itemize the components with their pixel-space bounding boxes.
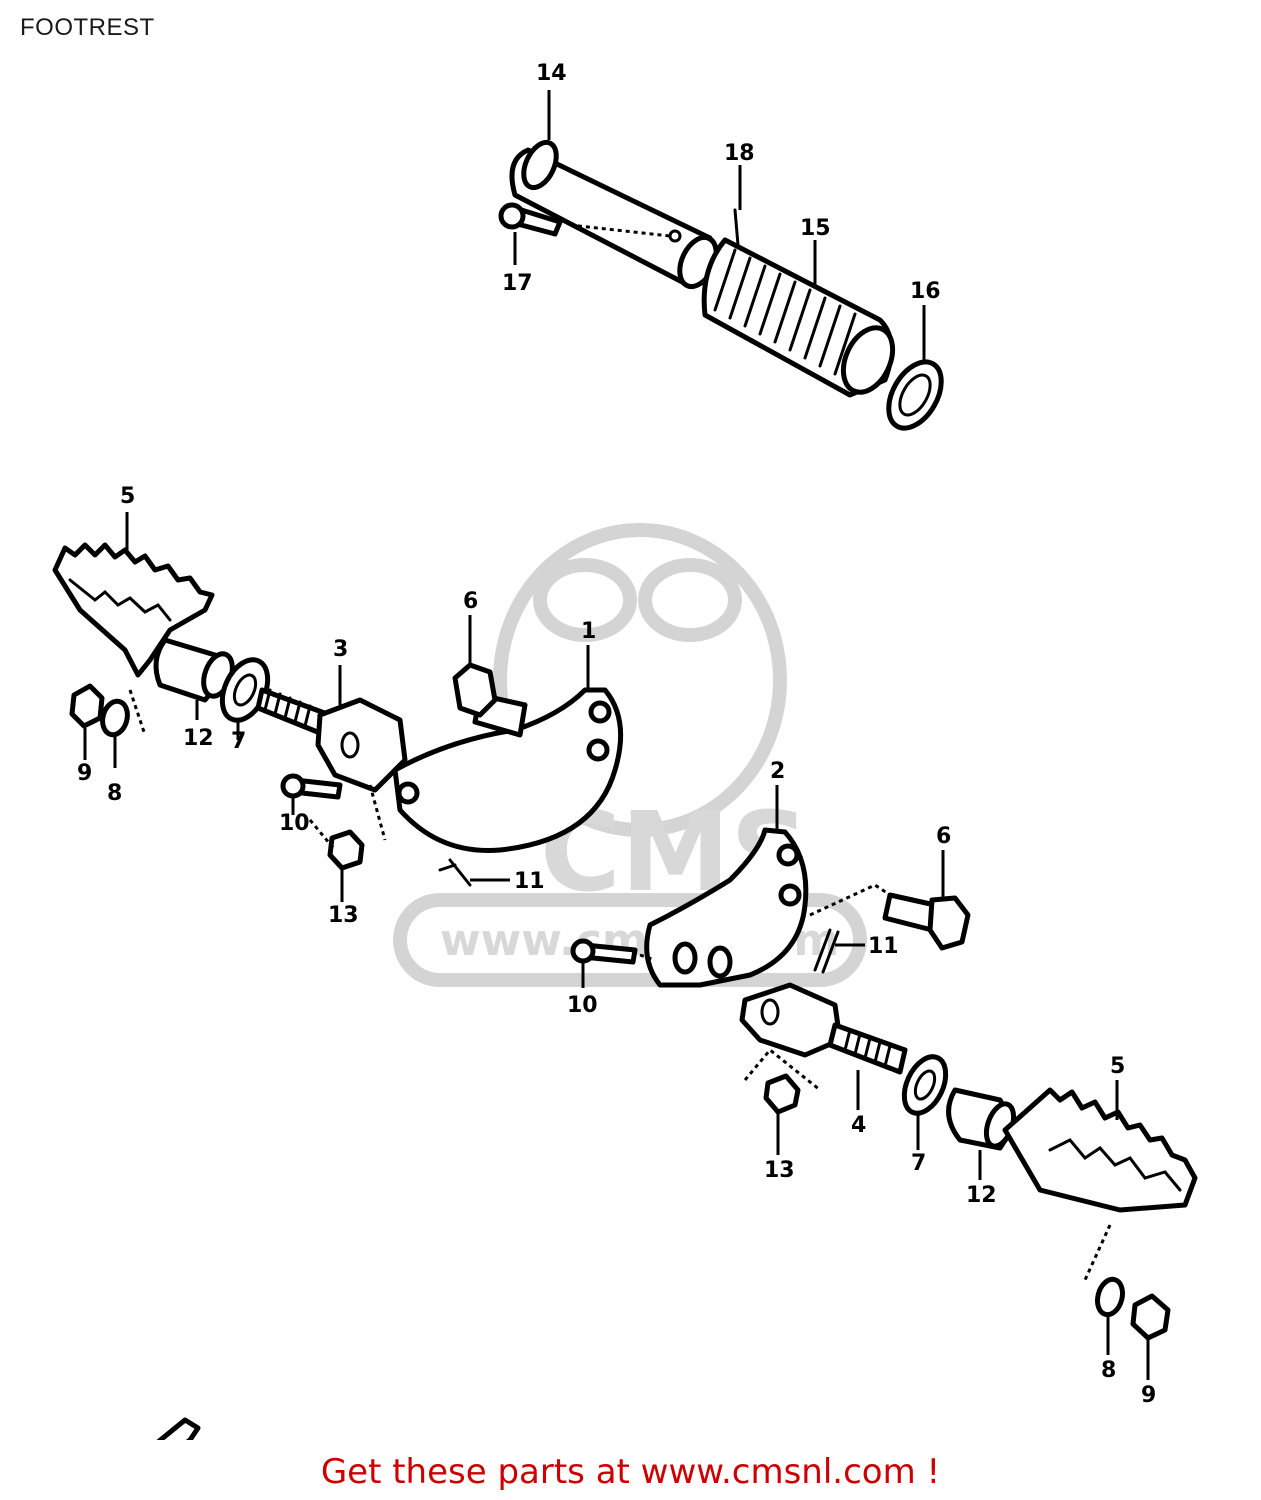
callout-10-right: 10 <box>567 993 598 1018</box>
part-11-left-cotter-pin-b <box>438 863 457 872</box>
callout-4: 4 <box>851 1113 866 1138</box>
page-title: FOOTREST <box>20 14 155 41</box>
callout-13-left: 13 <box>328 903 359 928</box>
part-2-bracket-pivot-hole-b <box>707 945 733 979</box>
part-8-left-washer <box>100 698 130 738</box>
callout-labels: 14 18 15 17 16 5 6 1 3 12 7 9 8 10 11 13… <box>77 61 1156 1408</box>
part-4-right-yoke <box>739 982 843 1058</box>
part-7-right-washer <box>901 1054 949 1116</box>
callout-9-right: 9 <box>1141 1383 1156 1408</box>
part-11-right-cotter-pin <box>813 928 832 972</box>
callout-18: 18 <box>724 141 755 166</box>
part-6-left-bolt-head <box>452 662 498 718</box>
part-10-right-pin-head <box>570 938 596 964</box>
left-assembly-nut-line <box>308 819 337 851</box>
arrow-fwd-icon <box>156 1417 201 1440</box>
part-15-rubber-end <box>840 325 896 395</box>
part-13-left-nut <box>327 829 365 871</box>
part-7-right-washer-hole <box>913 1069 937 1101</box>
part-3-left-bracket <box>315 697 408 793</box>
callout-3: 3 <box>333 637 348 662</box>
callout-15: 15 <box>800 216 831 241</box>
watermark-goggle-left <box>533 558 637 642</box>
callout-11-left: 11 <box>514 869 545 894</box>
part-7-left-washer-hole <box>232 673 258 707</box>
callout-12-left: 12 <box>183 726 214 751</box>
part-11-left-cotter-pin <box>448 858 472 887</box>
part-2-bracket-pivot-hole-a <box>672 941 698 975</box>
part-11-right-cotter-pin-b <box>821 930 840 974</box>
part-4-yoke-hole <box>760 998 780 1026</box>
callout-6-left: 6 <box>463 589 478 614</box>
part-3-shaft-threads <box>263 688 312 728</box>
part-9-left-nut <box>69 683 105 729</box>
part-8-right-washer <box>1095 1276 1125 1318</box>
part-15-rubber-ribs <box>713 248 857 376</box>
part-2-bracket-hole-a <box>776 843 800 867</box>
right-assembly-pin-line <box>639 953 656 962</box>
callout-16: 16 <box>910 279 941 304</box>
part-1-bracket-hole-b <box>586 738 610 762</box>
callout-7-left: 7 <box>231 729 246 754</box>
part-1-bracket-pivot-hole <box>396 781 420 805</box>
part-14-collar <box>521 139 559 191</box>
callout-12-right: 12 <box>966 1183 997 1208</box>
leader-17-pin-line <box>569 223 671 238</box>
callout-6-right: 6 <box>936 824 951 849</box>
part-9-right-nut <box>1130 1293 1171 1341</box>
part-13-right-nut <box>763 1073 801 1115</box>
callout-11-right: 11 <box>868 934 899 959</box>
part-6-right-bolt <box>882 892 938 933</box>
right-footrest-assembly <box>570 785 1198 1380</box>
left-assembly-pin-line <box>368 784 387 841</box>
right-assembly-peg-line <box>1083 1224 1112 1281</box>
callout-1: 1 <box>581 619 596 644</box>
callout-5-right: 5 <box>1110 1054 1125 1079</box>
watermark-banner <box>393 893 867 987</box>
part-10-left-pin-head <box>280 773 306 799</box>
part-6-right-bolt-head <box>927 895 971 951</box>
part-3-bracket-hole <box>340 731 360 759</box>
part-1-bracket-hole-a <box>588 700 612 724</box>
callout-2: 2 <box>770 759 785 784</box>
get-parts-link[interactable]: Get these parts at www.cmsnl.com ! <box>320 1452 941 1492</box>
callout-5-left: 5 <box>120 484 135 509</box>
callout-8-left: 8 <box>107 781 122 806</box>
part-5-left-footpeg <box>52 542 215 678</box>
watermark-goggle-right <box>638 558 742 642</box>
part-14-footrest-tube <box>509 147 713 288</box>
left-footrest-assembly <box>52 512 624 902</box>
callout-7-right: 7 <box>911 1151 926 1176</box>
part-18-spring-pin <box>733 208 740 247</box>
part-5-left-footpeg-teeth <box>68 578 172 622</box>
part-17-pin-head <box>498 202 526 230</box>
callout-8-right: 8 <box>1101 1358 1116 1383</box>
part-2-bracket-hole-b <box>778 883 802 907</box>
callout-10-left: 10 <box>279 811 310 836</box>
footrest-tube-assembly <box>498 90 944 431</box>
left-assembly-peg-line <box>128 689 147 736</box>
callout-13-right: 13 <box>764 1158 795 1183</box>
part-1-left-footrest-bracket <box>392 687 624 853</box>
part-4-shaft-threads <box>843 1028 892 1068</box>
callout-9-left: 9 <box>77 761 92 786</box>
part-14-pin-hole <box>668 229 682 243</box>
footrest-parts-diagram: CMS www.cmsnl.com <box>52 61 1198 1440</box>
right-assembly-nut-line <box>743 1047 821 1092</box>
part-5-right-footpeg-teeth <box>1048 1138 1182 1192</box>
watermark-helmet-outline <box>493 523 787 837</box>
callout-14: 14 <box>536 61 567 86</box>
right-assembly-bolt-line <box>809 883 891 917</box>
callout-17: 17 <box>502 271 533 296</box>
part-16-washer-hole <box>898 373 932 417</box>
